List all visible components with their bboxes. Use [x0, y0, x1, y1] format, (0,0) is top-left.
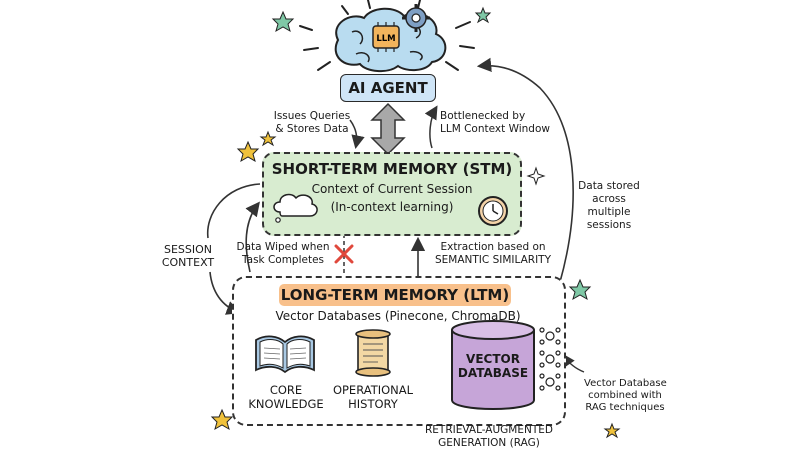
label-line: Data stored	[578, 180, 640, 192]
star-icon	[259, 130, 277, 147]
label-line: SEMANTIC SIMILARITY	[435, 254, 551, 266]
label-line: RAG techniques	[585, 402, 665, 413]
label-line: Bottlenecked by	[440, 110, 526, 122]
llm-chip: LLM	[372, 22, 400, 52]
vector-rag-note: Vector Database combined with RAG techni…	[584, 378, 667, 414]
star-icon	[568, 278, 592, 301]
cross-icon	[334, 244, 354, 264]
label-line: VECTOR	[466, 352, 520, 366]
label-line: multiple	[587, 206, 631, 218]
data-stored-label: Data stored across multiple sessions	[574, 180, 644, 232]
star-icon	[236, 140, 260, 163]
stm-subtitle: Context of Current Session	[311, 182, 473, 196]
label-line: DATABASE	[457, 366, 529, 380]
label-line: KNOWLEDGE	[248, 397, 324, 411]
label-line: LLM Context Window	[440, 123, 550, 135]
rag-note-arrow	[562, 353, 585, 373]
session-return-arrow	[245, 201, 260, 273]
vector-database-cylinder	[451, 320, 535, 410]
book-icon	[255, 335, 315, 374]
label-line: Data Wiped when	[236, 241, 330, 253]
scroll-icon	[355, 329, 391, 377]
label-line: CORE	[269, 383, 303, 397]
ltm-subtitle: Vector Databases (Pinecone, ChromaDB)	[275, 309, 521, 323]
label-line: sessions	[586, 219, 632, 231]
stm-title: SHORT-TERM MEMORY (STM)	[271, 160, 513, 178]
session-context-label: SESSION CONTEXT	[158, 243, 218, 269]
label-line: across	[592, 193, 626, 205]
star-icon	[474, 6, 492, 24]
short-term-memory-box: SHORT-TERM MEMORY (STM) Context of Curre…	[262, 152, 522, 236]
vector-database-label: VECTOR DATABASE	[452, 352, 534, 380]
session-arrow-upper	[206, 183, 261, 239]
label-line: Extraction based on	[440, 241, 546, 253]
thought-cloud-icon	[273, 193, 318, 223]
data-stored-arrow	[476, 57, 574, 283]
star-icon	[603, 422, 621, 439]
ai-agent-box: AI AGENT	[340, 74, 436, 102]
label-line: SESSION	[163, 243, 213, 256]
label-line: RETRIEVAL-AUGMENTED	[425, 424, 553, 436]
network-icon	[539, 327, 561, 391]
llm-chip-label: LLM	[376, 34, 395, 44]
star-icon	[210, 408, 234, 431]
bottleneck-label: Bottlenecked by LLM Context Window	[440, 110, 552, 136]
data-wiped-label: Data Wiped when Task Completes	[230, 241, 336, 267]
sparkle-icon	[526, 166, 546, 186]
bottleneck-arrow	[424, 105, 438, 149]
operational-history-label: OPERATIONAL HISTORY	[326, 383, 420, 411]
core-knowledge-label: CORE KNOWLEDGE	[248, 383, 324, 411]
star-icon	[271, 10, 295, 33]
extraction-label: Extraction based on SEMANTIC SIMILARITY	[428, 241, 558, 267]
query-arrow	[349, 119, 365, 149]
label-line: CONTEXT	[161, 256, 215, 269]
double-arrow	[370, 102, 406, 156]
label-line: HISTORY	[348, 397, 398, 411]
clock-icon	[478, 196, 508, 226]
rag-label: RETRIEVAL-AUGMENTED GENERATION (RAG)	[424, 424, 554, 450]
label-line: combined with	[588, 390, 662, 401]
gear-icon	[402, 4, 430, 32]
issues-queries-label: Issues Queries & Stores Data	[270, 110, 354, 136]
label-line: Task Completes	[241, 254, 325, 266]
ltm-title: LONG-TERM MEMORY (LTM)	[279, 284, 511, 306]
label-line: & Stores Data	[275, 123, 349, 135]
label-line: Vector Database	[584, 378, 667, 389]
label-line: Issues Queries	[273, 110, 351, 122]
label-line: GENERATION (RAG)	[438, 437, 540, 449]
label-line: OPERATIONAL	[332, 383, 414, 397]
stm-subtitle-2: (In-context learning)	[330, 200, 454, 214]
